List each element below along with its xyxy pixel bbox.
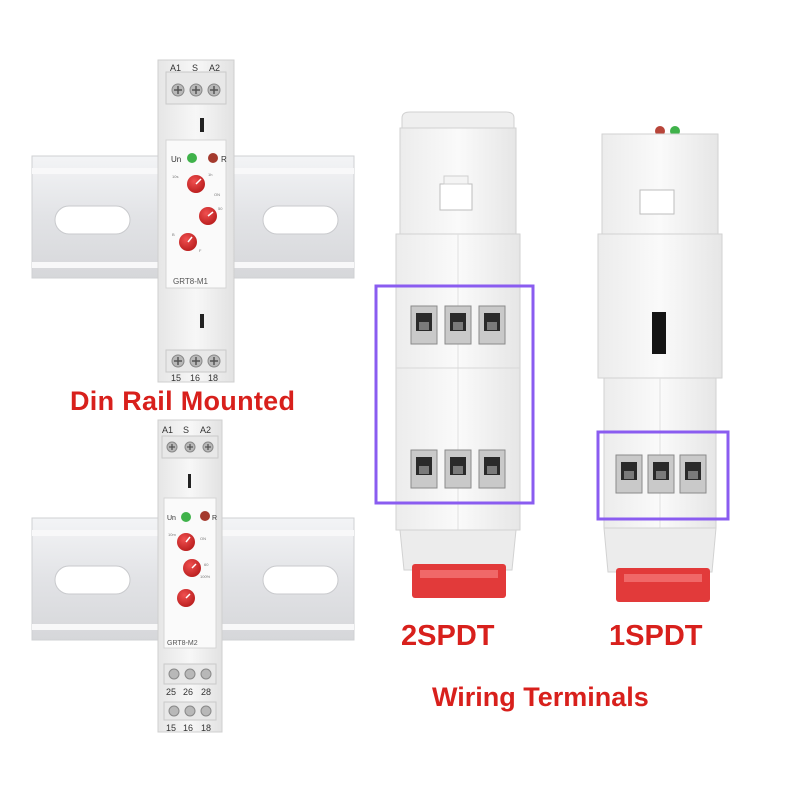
m2-led-r-label: R (212, 515, 217, 522)
svg-text:10m: 10m (168, 532, 176, 537)
m2-terminal-a2: A2 (200, 425, 211, 435)
m2-terminal-a1: A1 (162, 425, 173, 435)
m2-led-power-icon (181, 512, 191, 522)
m2-terminal-16: 16 (183, 723, 193, 733)
m2-terminal-15: 15 (166, 723, 176, 733)
m1-led-r-label: R (221, 155, 227, 164)
svg-text:100%: 100% (200, 574, 211, 579)
svg-text:ON: ON (214, 192, 220, 197)
2spdt-release-latch-icon (412, 564, 506, 598)
m1-terminal-a2: A2 (209, 63, 220, 73)
svg-text:F: F (199, 248, 202, 253)
1spdt-release-latch-icon (616, 568, 710, 602)
m2-led-un-label: Un (167, 515, 176, 522)
m1-led-un-label: Un (171, 155, 181, 164)
2spdt-caption: 2SPDT (401, 620, 495, 652)
m1-led-power-icon (187, 153, 197, 163)
m2-terminal-25: 25 (166, 687, 176, 697)
m2-led-relay-icon (200, 511, 210, 521)
m2-top-screw-icons (166, 441, 214, 453)
m1-led-relay-icon (208, 153, 218, 163)
m1-top-screw-icons (171, 83, 221, 97)
m1-terminal-16: 16 (190, 373, 200, 383)
svg-text:B: B (172, 232, 175, 237)
svg-text:60: 60 (204, 562, 209, 567)
m2-terminal-18: 18 (201, 723, 211, 733)
2spdt-upper-terminal-icons (410, 305, 506, 345)
relay-1spdt-side-view (596, 126, 730, 602)
m1-terminal-s: S (192, 63, 198, 73)
m2-terminal-28: 28 (201, 687, 211, 697)
2spdt-lower-terminal-icons (410, 449, 506, 489)
svg-text:ON: ON (200, 536, 206, 541)
m2-bottom-screw-icons (168, 705, 212, 717)
din-rail-caption: Din Rail Mounted (70, 386, 296, 416)
relay-2spdt-side-view (374, 111, 535, 598)
m1-bottom-screw-icons (171, 354, 221, 368)
m2-model-label: GRT8-M2 (167, 640, 198, 647)
m2-terminal-26: 26 (183, 687, 193, 697)
m1-terminal-15: 15 (171, 373, 181, 383)
m2-terminal-s: S (183, 425, 189, 435)
1spdt-caption: 1SPDT (609, 620, 703, 652)
m2-middle-screw-icons (168, 668, 212, 680)
svg-text:1h: 1h (208, 172, 212, 177)
m1-terminal-18: 18 (208, 373, 218, 383)
wiring-terminals-caption: Wiring Terminals (432, 682, 649, 712)
1spdt-terminal-icons (615, 454, 707, 494)
m1-model-label: GRT8-M1 (173, 277, 209, 286)
1spdt-highlight-box (596, 430, 730, 521)
2spdt-highlight-box (374, 284, 535, 505)
svg-text:10s: 10s (172, 174, 178, 179)
m1-terminal-a1: A1 (170, 63, 181, 73)
svg-text:50: 50 (218, 206, 223, 211)
